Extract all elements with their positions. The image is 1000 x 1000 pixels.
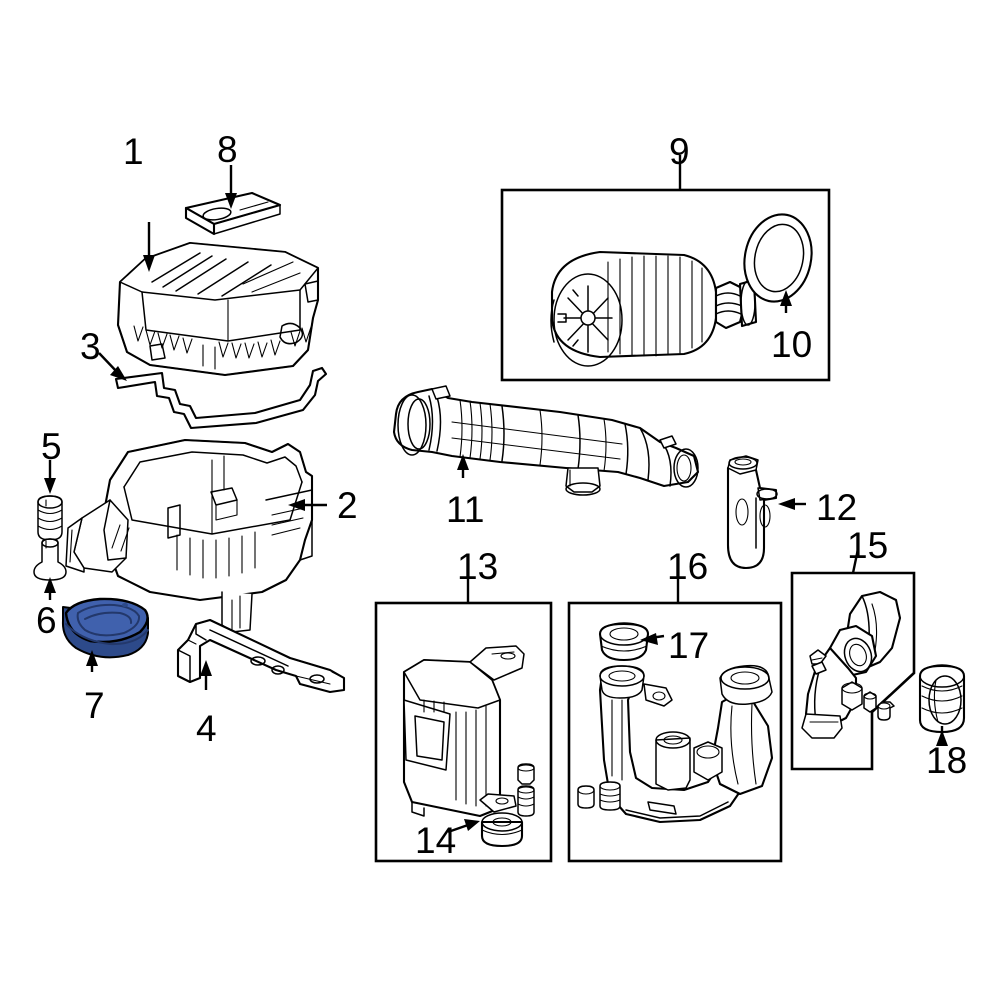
part-14-resonator-grommet — [480, 812, 524, 848]
leader-arrow-5 — [44, 460, 56, 494]
part-11-air-intake-tube — [392, 385, 700, 496]
group-box-15-frame — [790, 571, 916, 771]
leader-line-15 — [851, 548, 860, 574]
group-box-16-frame — [567, 601, 783, 863]
part-6-mounting-bolt — [33, 538, 67, 581]
leader-arrow-2 — [288, 499, 327, 511]
callout-label-8: 8 — [217, 129, 238, 170]
part-15-throttle-body-inlet-assembly — [801, 590, 902, 739]
callout-label-9: 9 — [669, 131, 690, 172]
callout-label-18: 18 — [926, 740, 968, 781]
callout-label-7: 7 — [84, 685, 105, 726]
group-box-9-frame — [500, 188, 831, 382]
callout-label-15: 15 — [847, 525, 889, 566]
leader-arrow-12 — [778, 498, 806, 510]
part-10-air-cleaner-o-ring — [743, 213, 813, 303]
leader-arrow-14 — [447, 819, 480, 834]
part-7-air-cleaner-seal-gasket — [61, 597, 149, 659]
callout-label-17: 17 — [668, 625, 710, 666]
part-4-air-cleaner-mounting-bracket — [176, 618, 346, 694]
part-18-intake-bellows-boot — [918, 664, 966, 734]
callout-label-13: 13 — [457, 546, 499, 587]
callout-label-3: 3 — [80, 326, 101, 367]
leader-arrow-4 — [200, 660, 212, 690]
leader-arrow-3 — [98, 352, 127, 381]
callout-label-16: 16 — [667, 546, 709, 587]
group-box-13-frame — [374, 601, 553, 863]
leader-arrow-11 — [457, 454, 469, 478]
part-9-air-cleaner-element-assembly — [550, 250, 758, 367]
leader-arrow-6 — [44, 577, 56, 600]
callout-label-11: 11 — [446, 489, 485, 530]
part-12-breather-vent-tube — [726, 455, 778, 570]
callout-label-10: 10 — [771, 324, 813, 365]
part-16-air-intake-duct-assembly — [577, 664, 774, 824]
leader-arrow-10 — [780, 290, 792, 313]
leader-arrow-7 — [86, 650, 98, 672]
part-13-resonator-chamber-assembly — [402, 645, 525, 818]
part-3-air-cleaner-cover-clip — [114, 366, 328, 430]
callout-label-2: 2 — [337, 485, 358, 526]
callout-label-5: 5 — [41, 426, 62, 467]
callout-label-12: 12 — [816, 487, 858, 528]
leader-arrow-1 — [143, 222, 155, 272]
part-1-air-cleaner-cover — [116, 241, 320, 377]
part-13-small-fasteners — [517, 763, 535, 817]
part-5-mounting-spacer-collar — [37, 495, 63, 541]
leader-arrow-18 — [936, 726, 948, 746]
callout-label-1: 1 — [123, 131, 144, 172]
leader-arrow-8 — [225, 165, 237, 209]
part-2-air-cleaner-housing-base — [65, 438, 314, 633]
callout-label-14: 14 — [415, 820, 457, 861]
leader-arrow-17 — [640, 633, 665, 645]
callout-label-6: 6 — [36, 600, 57, 641]
part-17-intake-duct-cap — [598, 622, 650, 662]
callout-label-4: 4 — [196, 708, 217, 749]
